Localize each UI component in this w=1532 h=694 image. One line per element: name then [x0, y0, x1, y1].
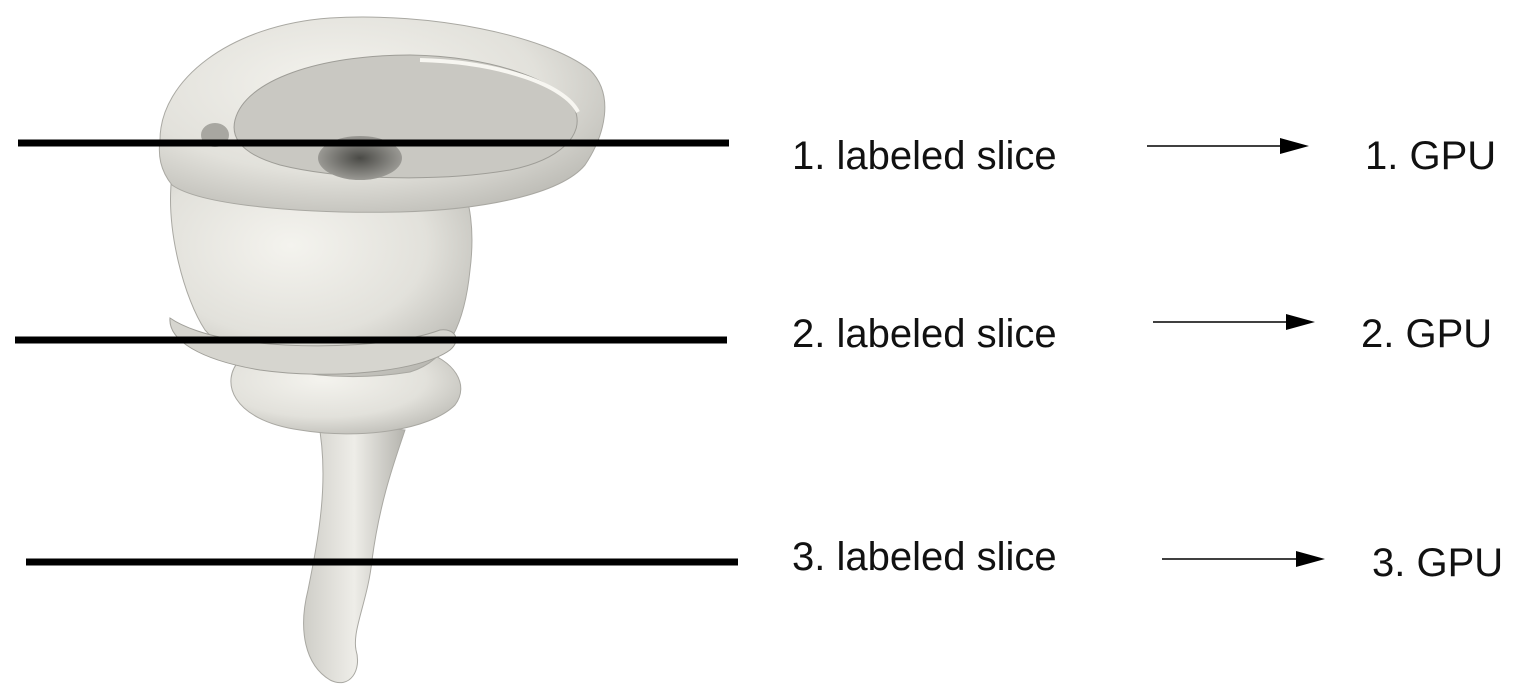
- arrow-icon-2: [1153, 314, 1315, 330]
- gpu-label-2: 2. GPU: [1361, 314, 1492, 354]
- slice-label-3: 3. labeled slice: [792, 537, 1057, 577]
- arrow-icon-1: [1147, 138, 1309, 154]
- arrow-icon-3: [1162, 551, 1325, 567]
- gpu-label-1: 1. GPU: [1365, 136, 1496, 176]
- cochlea-3d-render-icon: [159, 17, 605, 683]
- slice-label-1: 1. labeled slice: [792, 136, 1057, 176]
- gpu-label-3: 3. GPU: [1372, 543, 1503, 583]
- slice-label-2: 2. labeled slice: [792, 314, 1057, 354]
